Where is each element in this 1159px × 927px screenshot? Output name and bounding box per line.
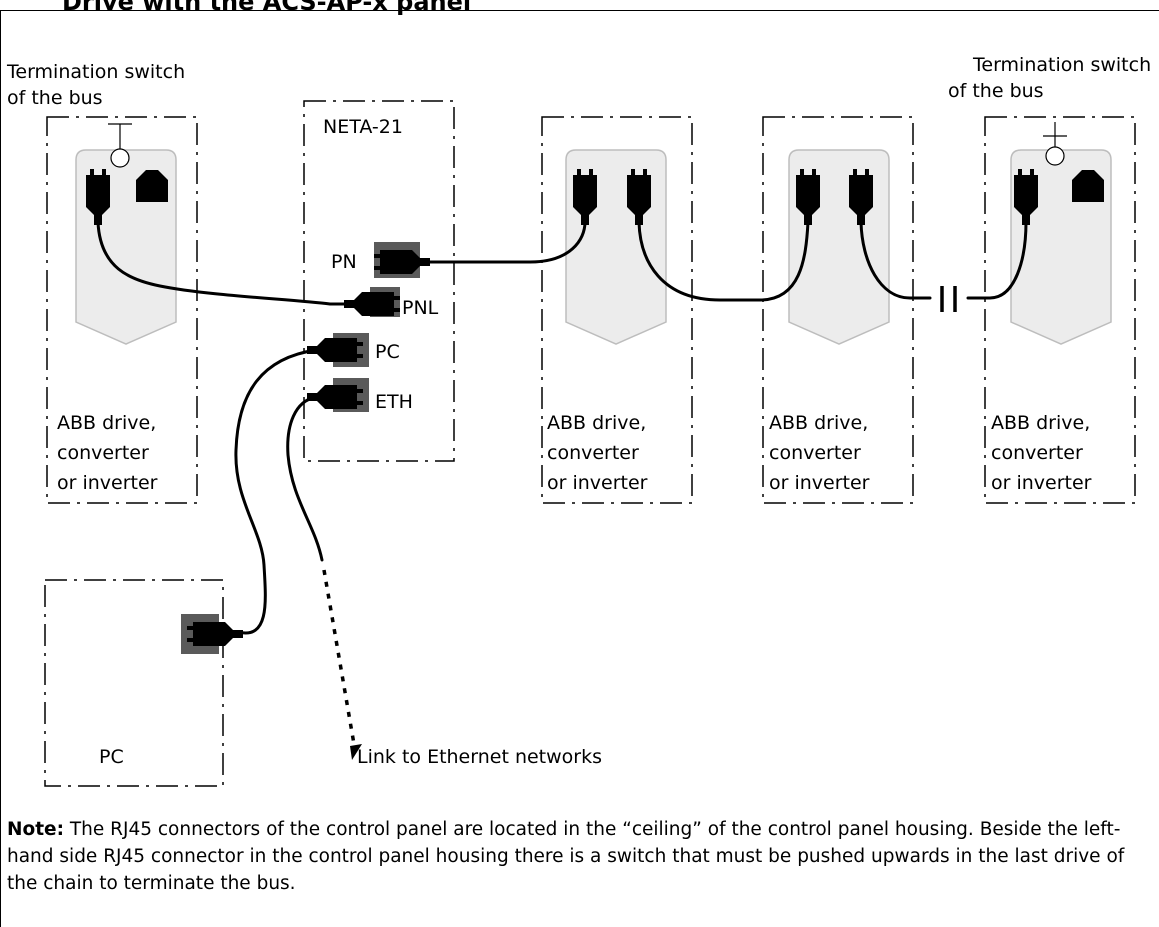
note-text: The RJ45 connectors of the control panel…	[7, 819, 1125, 894]
port-label-pnl: PNL	[402, 297, 439, 319]
pc-box	[44, 579, 224, 787]
note-prefix: Note:	[7, 819, 64, 840]
ethernet-link-label: Link to Ethernet networks	[357, 746, 603, 768]
cable-pc-to-neta	[234, 348, 318, 635]
termination-left-label-1: Termination switch	[7, 61, 186, 83]
ethernet-arrow-icon	[350, 744, 362, 760]
note-paragraph: Note: The RJ45 connectors of the control…	[7, 816, 1157, 897]
plug-neta-pn	[374, 250, 430, 274]
drive-box-3	[762, 116, 914, 504]
frame-left-border	[0, 10, 1, 927]
port-label-pc: PC	[375, 341, 400, 363]
frame-top-border	[0, 10, 1159, 11]
cable-drive3-to-drive4-b	[966, 220, 1028, 300]
termination-right-label-1: Termination switch	[973, 54, 1152, 76]
plug-pc	[187, 622, 243, 646]
drive-left-label-1: ABB drive,	[57, 412, 157, 434]
ethernet-link-dotted	[322, 569, 357, 751]
drive-4-label-2: converter	[991, 442, 1083, 464]
drive-2-label-2: converter	[547, 442, 639, 464]
page-title: Drive with the ACS-AP-x panel	[62, 0, 472, 16]
drive-box-4	[984, 116, 1136, 504]
plug-neta-eth	[307, 385, 363, 409]
port-label-eth: ETH	[375, 391, 413, 413]
drive-3-label-2: converter	[769, 442, 861, 464]
neta-box	[303, 100, 455, 462]
drive-left-label-2: converter	[57, 442, 149, 464]
termination-right-label-2: of the bus	[948, 80, 1044, 102]
drive-left-label-3: or inverter	[57, 472, 158, 494]
cable-pn-to-drive2	[418, 220, 587, 264]
neta-title: NETA-21	[323, 116, 403, 138]
drive-4-label-1: ABB drive,	[991, 412, 1091, 434]
cable-drive3-to-drive4-a	[859, 220, 932, 300]
drive-box-2	[541, 116, 693, 504]
drive-box-left	[46, 116, 198, 504]
plug-neta-pnl	[344, 292, 400, 316]
termination-left-label-2: of the bus	[7, 87, 103, 109]
plug-neta-pc	[307, 338, 363, 362]
port-label-pn: PN	[331, 251, 357, 273]
pc-label: PC	[99, 746, 124, 768]
termination-switch-right-icon	[1045, 146, 1065, 166]
drive-2-label-3: or inverter	[547, 472, 648, 494]
drive-2-label-1: ABB drive,	[547, 412, 647, 434]
cable-drive2-to-drive3	[637, 220, 810, 302]
socket-left-2	[136, 170, 168, 202]
cable-left-to-pnl	[96, 220, 354, 306]
termination-switch-left-icon	[110, 148, 130, 168]
cable-eth-start	[286, 395, 324, 562]
drive-3-label-3: or inverter	[769, 472, 870, 494]
drive-3-label-1: ABB drive,	[769, 412, 869, 434]
drive-4-label-3: or inverter	[991, 472, 1092, 494]
socket-right-2	[1072, 170, 1104, 202]
